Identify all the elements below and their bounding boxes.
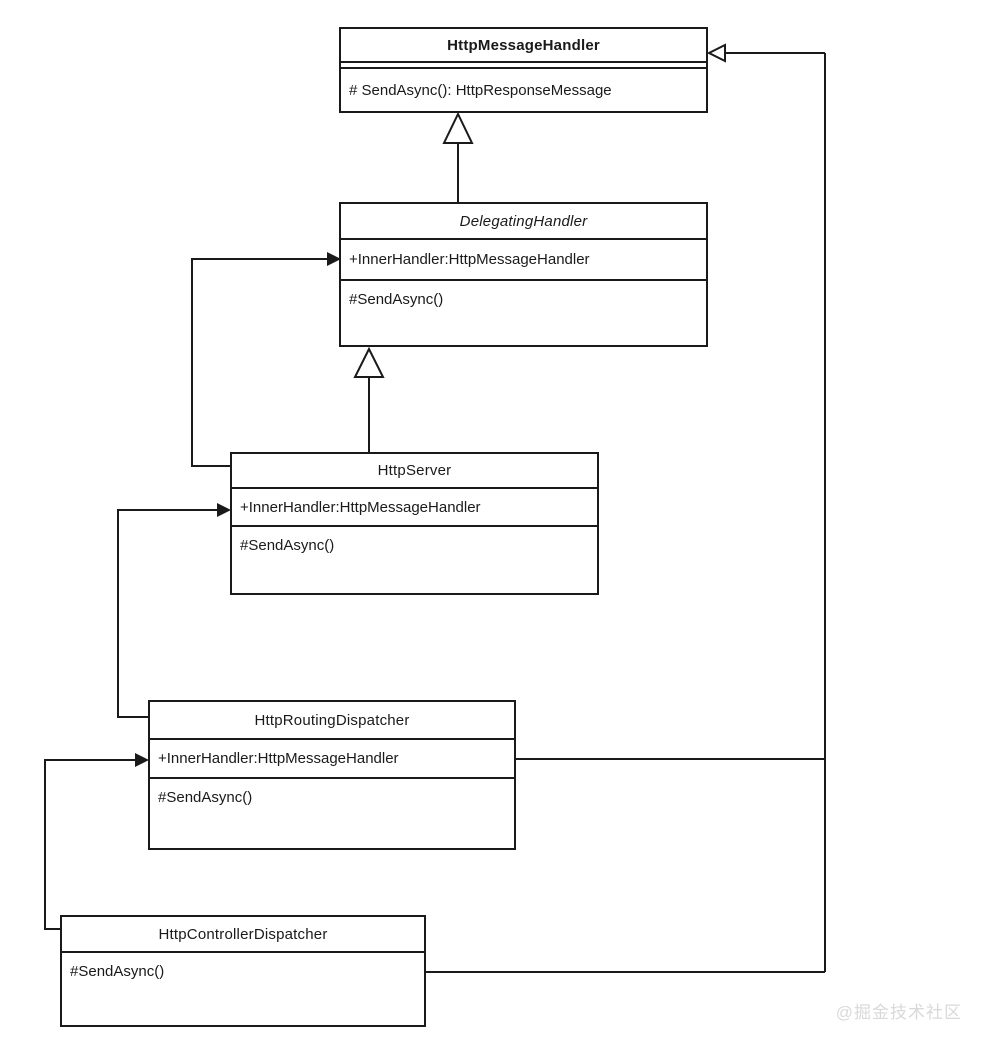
association-arrowhead-icon (217, 503, 231, 517)
class-title: DelegatingHandler (341, 204, 706, 240)
attributes-compartment: +InnerHandler:HttpMessageHandler (232, 489, 597, 527)
methods-compartment: #SendAsync() (158, 789, 253, 806)
association-controllerdispatcher-to-routingdispatcher-innerhandler (44, 753, 149, 930)
class-box-httpmessagehandler: HttpMessageHandler # SendAsync(): HttpRe… (339, 27, 708, 113)
class-box-httpcontrollerdispatcher: HttpControllerDispatcher #SendAsync() (60, 915, 426, 1027)
class-box-httpserver: HttpServer +InnerHandler:HttpMessageHand… (230, 452, 599, 595)
generalization-triangle-icon (353, 346, 385, 378)
juejin-watermark: @掘金技术社区 (835, 1003, 962, 1022)
methods-compartment: # SendAsync(): HttpResponseMessage (349, 81, 612, 99)
generalization-triangle-icon (442, 111, 474, 144)
association-httpserver-to-delegatinghandler-innerhandler (191, 252, 341, 467)
class-title: HttpRoutingDispatcher (150, 702, 514, 740)
class-title: HttpServer (232, 454, 597, 489)
association-arrowhead-icon (135, 753, 149, 767)
class-title: HttpControllerDispatcher (62, 917, 424, 953)
class-box-httproutingdispatcher: HttpRoutingDispatcher +InnerHandler:Http… (148, 700, 516, 850)
class-title: HttpMessageHandler (341, 29, 706, 63)
generalization-delegatinghandler-to-httpmessagehandler (442, 111, 474, 202)
methods-compartment: #SendAsync() (240, 537, 335, 554)
association-routingdispatcher-to-httpserver-innerhandler (117, 503, 231, 718)
attributes-compartment: +InnerHandler:HttpMessageHandler (341, 240, 706, 281)
generalization-triangle-icon (706, 43, 726, 63)
methods-compartment: #SendAsync() (70, 963, 165, 980)
methods-compartment: #SendAsync() (349, 291, 444, 308)
generalization-httpserver-to-delegatinghandler (353, 346, 385, 452)
attributes-compartment: +InnerHandler:HttpMessageHandler (150, 740, 514, 779)
attributes-compartment-empty (341, 63, 706, 69)
class-box-delegatinghandler: DelegatingHandler +InnerHandler:HttpMess… (339, 202, 708, 347)
